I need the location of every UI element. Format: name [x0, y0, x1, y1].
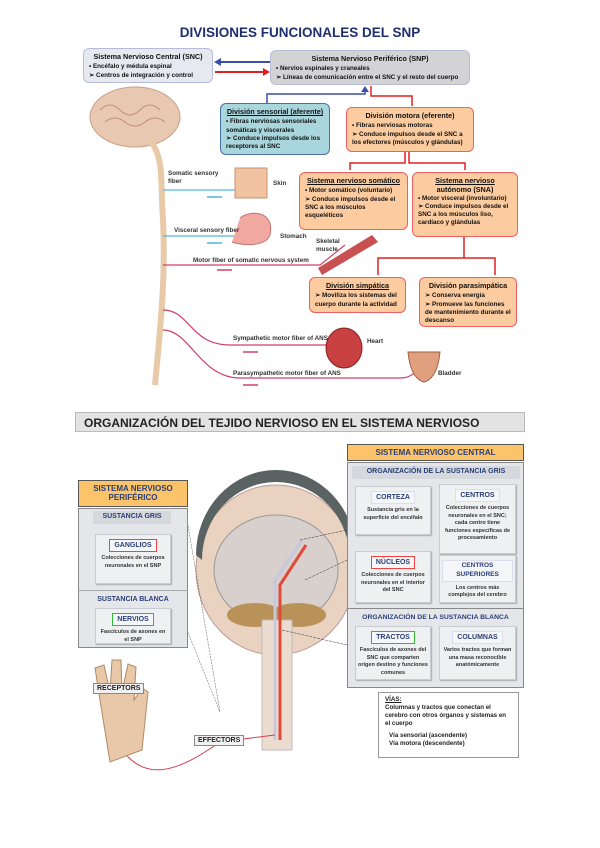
snc-item: ➢ Centros de integración y control: [89, 71, 193, 79]
nucleos-desc: Colecciones de cuerpos neuronales en el …: [361, 572, 425, 594]
snc-box: Sistema Nervioso Central (SNC) • Encéfal…: [83, 48, 213, 83]
label-somatic-fiber: Somatic sensory fiber: [168, 170, 219, 185]
somatico-box: Sistema nervioso somático • Motor somáti…: [299, 172, 408, 230]
label-stomach: Stomach: [280, 233, 307, 240]
autonomo-item: • Motor visceral (involuntario): [418, 194, 507, 202]
snp-blanca-header: SUSTANCIA BLANCA: [97, 596, 169, 603]
legend-motora: Vía motora (descendente): [389, 740, 465, 748]
arrow-sensorial-to-snp: [266, 88, 366, 103]
columnas-key: COLUMNAS: [452, 631, 503, 645]
vias-title: VÍAS:: [385, 696, 402, 703]
skin-illustration: [234, 167, 268, 199]
tractos-desc: Fascículos de axones del SNC que compart…: [358, 647, 428, 676]
card-columnas: COLUMNAS Varios tractos que forman una ma…: [439, 626, 516, 680]
motora-title: División motora (eferente): [365, 111, 455, 120]
ganglios-key: GANGLIOS: [109, 539, 157, 553]
card-nucleos: NÚCLEOS Colecciones de cuerpos neuronales…: [355, 551, 431, 603]
nervios-desc: Fascículos de axones en el SNP: [100, 629, 166, 643]
snc-header: SISTEMA NERVIOSO CENTRAL: [347, 444, 524, 461]
sensorial-title: División sensorial (aferente): [226, 107, 324, 116]
snc-blanca-header: ORGANIZACIÓN DE LA SUSTANCIA BLANCA: [362, 614, 509, 621]
motora-item: • Fibras nerviosas motoras: [352, 122, 433, 130]
somatico-item: ➢ Conduce impulsos desde el SNC a los mú…: [305, 195, 396, 219]
stomach-illustration: [231, 212, 272, 246]
centros-key: CENTROS: [455, 489, 500, 503]
receptors-label: RECEPTORS: [93, 683, 145, 694]
snp-box: Sistema Nervioso Periférico (SNP) • Nerv…: [270, 50, 470, 85]
label-skin: Skin: [273, 180, 287, 187]
motora-item: ➢ Conduce impulsos desde el SNC a los ef…: [352, 130, 463, 146]
skeletal-muscle-illustration: [318, 235, 378, 275]
legend-sensorial: Vía sensorial (ascendente): [389, 732, 468, 740]
sensorial-item: ➢ Conduce impulsos desde los receptores …: [226, 134, 321, 150]
columnas-desc: Varios tractos que forman una masa recon…: [443, 647, 512, 669]
nervios-key: NERVIOS: [112, 613, 154, 627]
label-sympathetic: Sympathetic motor fiber of ANS: [233, 335, 328, 342]
motora-box: División motora (eferente) • Fibras nerv…: [346, 107, 474, 152]
arrow-snp-to-motora: [370, 86, 413, 106]
snc-item: • Encéfalo y médula espinal: [89, 63, 172, 71]
snc-gris-header: ORGANIZACIÓN DE LA SUSTANCIA GRIS: [352, 466, 520, 479]
section-title: ORGANIZACIÓN DEL TEJIDO NERVIOSO EN EL S…: [75, 412, 525, 432]
autonomo-title2: autónomo (SNA): [436, 185, 494, 195]
snp-header: SISTEMA NERVIOSO PERIFÉRICO: [78, 480, 188, 507]
superiores-desc: Los centros más complejos del cerebro: [448, 584, 507, 598]
label-heart: Heart: [367, 338, 384, 345]
snp-item: • Nervios espinales y craneales: [276, 65, 370, 73]
label-bladder: Bladder: [438, 370, 462, 377]
parasimpatica-item: ➢ Conserva energía: [425, 292, 485, 300]
label-visceral-fiber: Visceral sensory fiber: [174, 227, 240, 234]
simpatica-box: División simpática ➢ Moviliza los sistem…: [309, 277, 406, 313]
card-centros-superiores: CENTROS SUPERIORES Los centros más comple…: [439, 555, 516, 603]
heart-illustration: [325, 327, 363, 369]
snp-item: ➢ Líneas de comunicación entre el SNC y …: [276, 73, 459, 81]
spinal-cord: [147, 138, 167, 386]
label-parasympathetic: Parasympathetic motor fiber of ANS: [233, 370, 341, 377]
simpatica-title: División simpática: [325, 281, 390, 290]
autonomo-item: ➢ Conduce impulsos desde el SNC a los mú…: [418, 202, 509, 227]
card-corteza: CORTEZA Sustancia gris en la superficie d…: [355, 486, 431, 535]
superiores-key: CENTROS SUPERIORES: [442, 560, 513, 582]
somatico-title: Sistema nervioso somático: [306, 176, 401, 185]
somatico-item: • Motor somático (voluntario): [305, 187, 393, 195]
nucleos-key: NÚCLEOS: [370, 556, 416, 570]
corteza-desc: Sustancia gris en la superficie del encé…: [363, 507, 423, 521]
ganglios-desc: Colecciones de cuerpos neuronales en el …: [101, 555, 165, 569]
snc-title: Sistema Nervioso Central (SNC): [93, 52, 203, 61]
parasimpatica-item: ➢ Promueve las funciones de mantenimient…: [425, 300, 511, 324]
corteza-key: CORTEZA: [371, 491, 415, 505]
vias-desc: Columnas y tractos que conectan el cereb…: [385, 704, 507, 728]
motor-branch-arrows: [349, 152, 496, 275]
card-ganglios: GANGLIOS Colecciones de cuerpos neuronale…: [95, 534, 171, 584]
hand-illustration: [94, 659, 149, 763]
card-nervios: NERVIOS Fascículos de axones en el SNP: [95, 608, 171, 644]
label-skeletal-muscle: Skeletal muscle: [316, 238, 340, 253]
parasimpatica-title: División parasimpática: [428, 281, 508, 290]
snp-title: Sistema Nervioso Periférico (SNP): [311, 54, 429, 63]
effectors-label: EFFECTORS: [194, 735, 245, 746]
vias-legend: VÍAS: Columnas y tractos que conectan el…: [378, 692, 519, 758]
autonomo-title: Sistema nervioso: [435, 176, 495, 185]
sensorial-item: • Fibras nerviosas sensoriales somáticas…: [226, 118, 317, 134]
tractos-key: TRACTOS: [371, 631, 415, 645]
label-motor-fiber: Motor fiber of somatic nervous system: [193, 257, 309, 264]
page-title: DIVISIONES FUNCIONALES DEL SNP: [179, 25, 421, 40]
centros-desc: Colecciones de cuerpos neuronales en el …: [444, 505, 511, 542]
parasimpatica-box: División parasimpática ➢ Conserva energí…: [419, 277, 517, 327]
simpatica-item: ➢ Moviliza los sistemas del cuerpo duran…: [315, 292, 397, 308]
spinal-cord-section: [261, 619, 293, 751]
bladder-illustration: [407, 351, 441, 383]
sensorial-box: División sensorial (aferente) • Fibras n…: [220, 103, 330, 155]
card-tractos: TRACTOS Fascículos de axones del SNC que …: [355, 626, 431, 680]
brain-illustration: [89, 86, 181, 148]
card-centros: CENTROS Colecciones de cuerpos neuronales…: [439, 484, 516, 554]
snp-gris-header: SUSTANCIA GRIS: [93, 511, 171, 524]
